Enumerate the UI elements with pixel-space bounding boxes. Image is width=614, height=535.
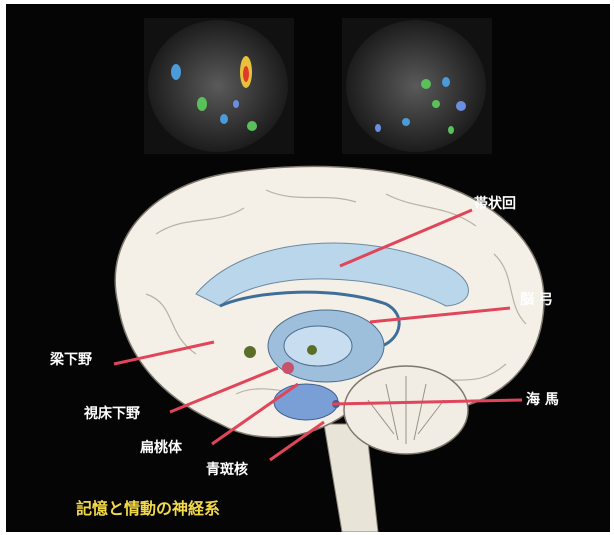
label-hippocampus: 海 馬 [526,391,559,408]
label-locus-coeruleus: 青斑核 [206,461,248,478]
brain-diagram: 帯状回 脳 弓 梁下野 海 馬 視床下野 扁桃体 青斑核 記憶と情動の神経系 [6,4,610,532]
label-fornix: 脳 弓 [520,291,553,308]
pet-scan-right [342,18,492,154]
label-amygdala: 扁桃体 [140,439,183,456]
label-cingulate: 帯状回 [474,195,516,212]
pet-scan-left [144,18,294,154]
label-hypothalamus: 視床下野 [83,405,140,422]
diagram-caption: 記憶と情動の神経系 [76,499,220,518]
diagram-frame: 帯状回 脳 弓 梁下野 海 馬 視床下野 扁桃体 青斑核 記憶と情動の神経系 [6,4,610,532]
label-subcallosal: 梁下野 [49,351,92,368]
